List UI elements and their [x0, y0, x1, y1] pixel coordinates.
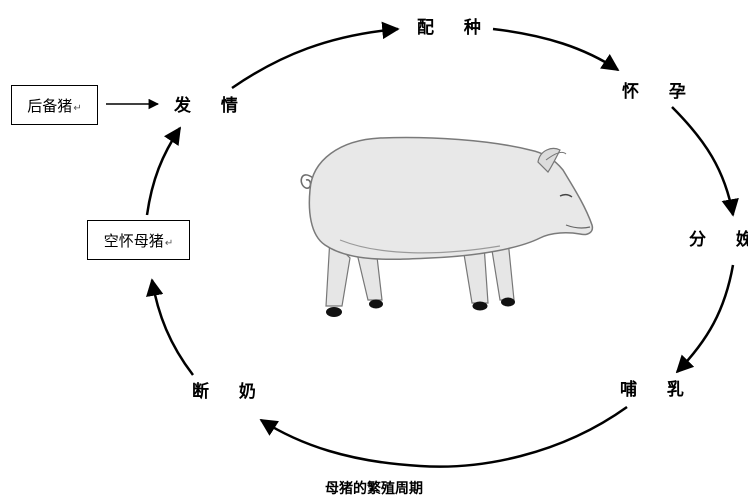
arrow-farrowing-to-lactation [675, 264, 735, 374]
node-lactation: 哺 乳 [620, 380, 696, 400]
empty-sow-label: 空怀母猪 [103, 232, 164, 250]
node-weaning: 断 奶 [192, 382, 268, 402]
arrow-pregnancy-to-farrowing [671, 106, 739, 217]
return-mark-icon: ↵ [164, 238, 174, 249]
pig-illustration [300, 136, 594, 317]
arrow-mating-to-pregnancy [492, 27, 620, 72]
return-mark-icon: ↵ [73, 103, 82, 114]
arrow-empty-sow-to-estrus [145, 126, 182, 216]
diagram-caption: 母猪的繁殖周期 [325, 481, 423, 497]
node-farrowing: 分 娩 [689, 230, 748, 250]
empty-sow-box: 空怀母猪↵ [87, 220, 190, 260]
node-mating: 配 种 [417, 18, 493, 38]
node-pregnancy: 怀 孕 [622, 82, 698, 102]
gilt-label: 后备猪 [27, 97, 73, 115]
node-estrus: 发 情 [174, 96, 250, 116]
arrow-estrus-to-mating [231, 21, 400, 90]
arrow-lactation-to-weaning [259, 405, 628, 468]
arrow-weaning-to-empty-sow [146, 278, 194, 376]
gilt-box: 后备猪↵ [11, 85, 98, 125]
